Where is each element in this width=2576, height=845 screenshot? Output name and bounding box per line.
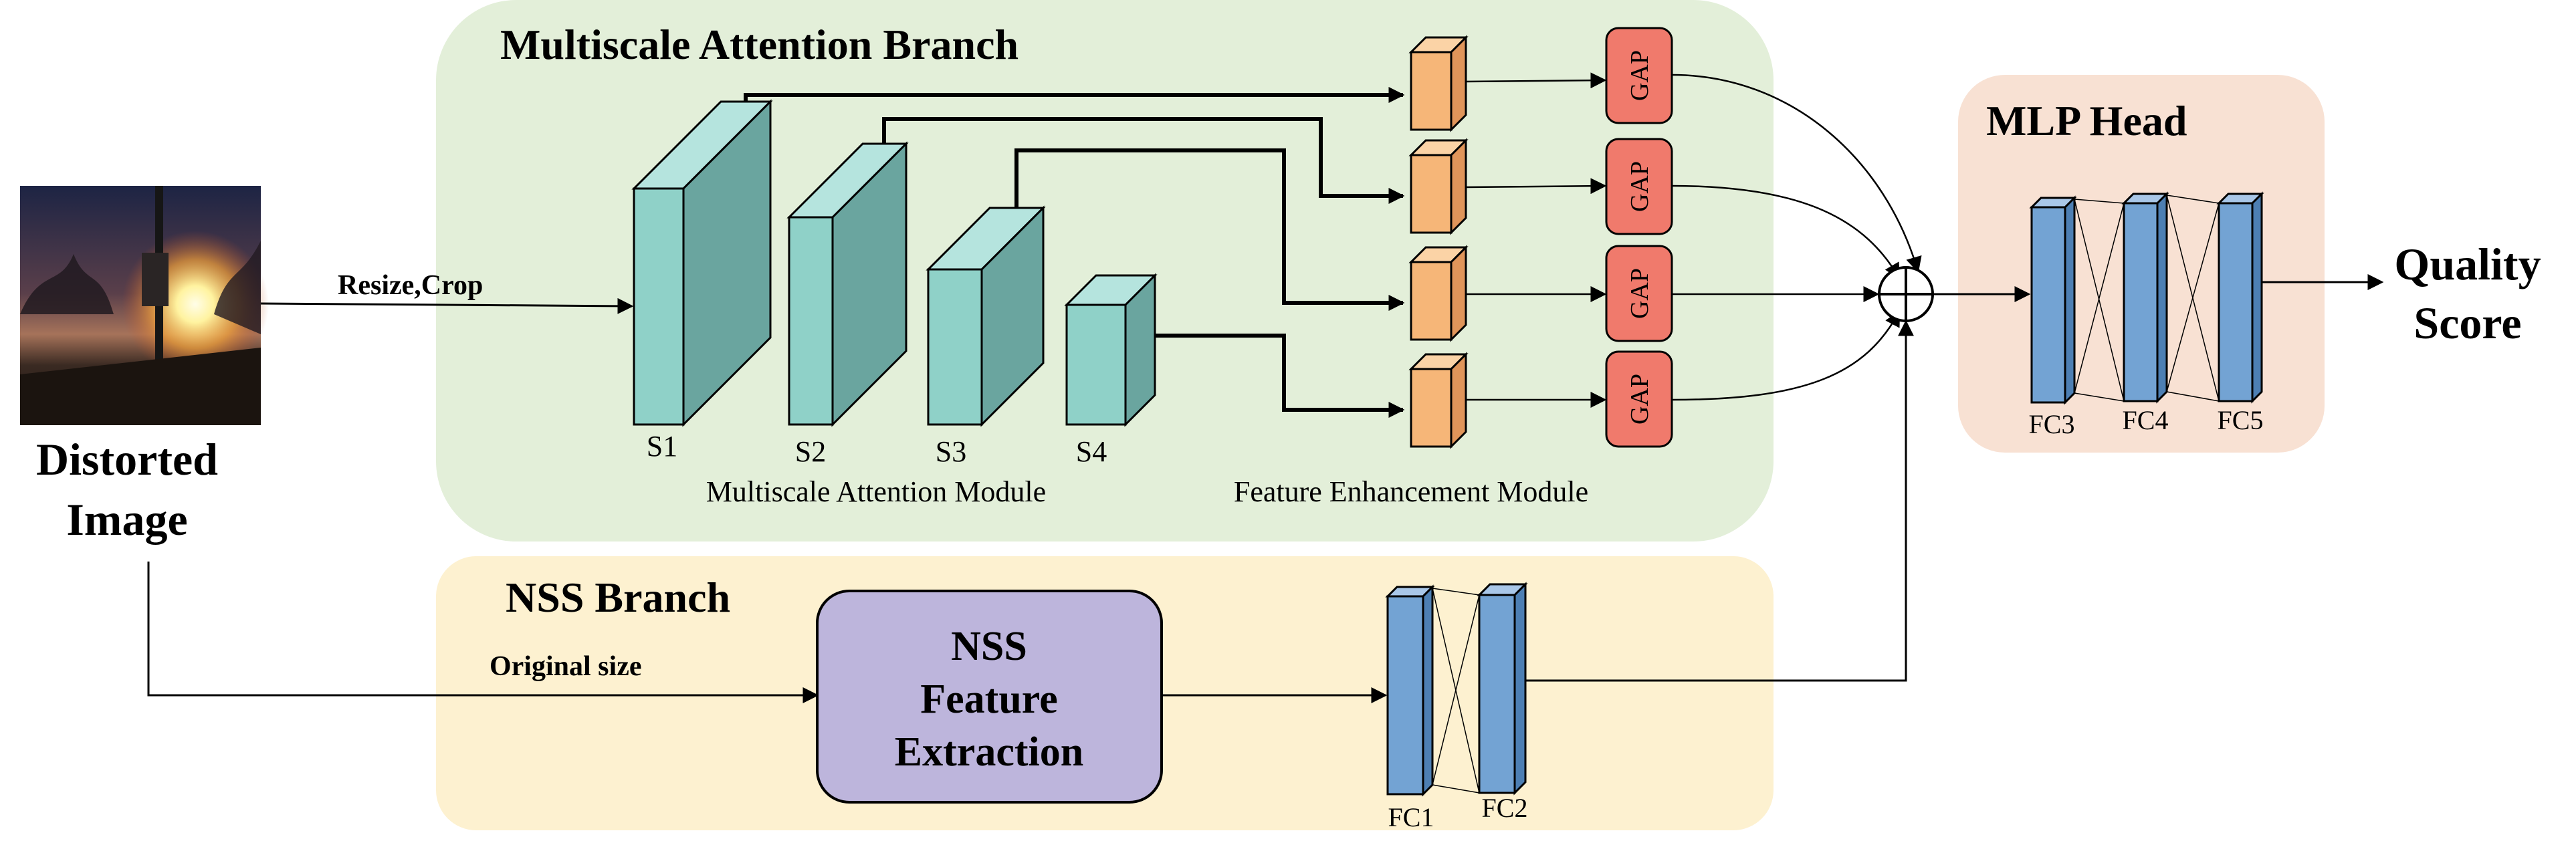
nss-box-line2: Feature — [920, 677, 1057, 722]
stage-label-s2: S2 — [795, 435, 826, 468]
fc4-block — [2121, 191, 2169, 404]
nss-box-line1: NSS — [951, 624, 1027, 669]
fc3-block — [2029, 195, 2077, 405]
fc2-block — [1477, 582, 1528, 796]
fc5-block — [2216, 191, 2264, 404]
fc1-label: FC1 — [1388, 802, 1434, 832]
stage-label-s4: S4 — [1076, 435, 1107, 468]
gap-label-1: GAP — [1626, 50, 1654, 101]
attention-module-label: Multiscale Attention Module — [706, 475, 1046, 508]
fc1-block — [1385, 584, 1435, 797]
fe-to-gap-arrow-2 — [1465, 178, 1607, 195]
gap-box-4: GAP — [1605, 350, 1673, 448]
gap-box-3: GAP — [1605, 245, 1673, 342]
fc2-label: FC2 — [1482, 793, 1528, 823]
fc1-fc2-links — [1432, 588, 1480, 794]
nss-box-line3: Extraction — [895, 729, 1083, 775]
stage-block-s3 — [926, 205, 1046, 427]
feature-block-3 — [1408, 245, 1469, 342]
output-label-line2: Score — [2413, 297, 2521, 348]
stage-label-s3: S3 — [936, 435, 966, 468]
gap-label-4: GAP — [1626, 374, 1654, 425]
gap-to-concat-curve-1 — [1671, 74, 1922, 273]
fc3-fc4-links — [2074, 199, 2125, 402]
stage-block-s2 — [786, 141, 909, 427]
input-label-line2: Image — [66, 494, 187, 545]
original-size-arrow — [147, 562, 819, 703]
connector-s3 — [1014, 148, 1405, 311]
connector-s2 — [882, 117, 1405, 204]
feature-block-4 — [1408, 352, 1469, 449]
connector-s4 — [1155, 334, 1405, 418]
fc5-label: FC5 — [2218, 405, 2264, 435]
stage-block-s4 — [1064, 273, 1158, 427]
original-size-label: Original size — [490, 651, 641, 682]
mlp-head-title: MLP Head — [1986, 97, 2187, 144]
fc4-fc5-links — [2166, 195, 2220, 402]
gap-label-3: GAP — [1626, 268, 1654, 319]
gap-label-2: GAP — [1626, 161, 1654, 212]
nss-branch-title: NSS Branch — [506, 574, 730, 621]
connector-s1 — [744, 87, 1405, 103]
gap-box-2: GAP — [1605, 138, 1673, 235]
fc4-label: FC4 — [2123, 405, 2169, 435]
gap-to-concat-curve-4 — [1671, 310, 1901, 401]
gap-box-1: GAP — [1605, 27, 1673, 124]
fe-to-gap-arrow-1 — [1465, 72, 1607, 89]
stage-block-s1 — [631, 99, 773, 427]
stage-label-s1: S1 — [647, 430, 677, 463]
fc2-to-concat-arrow — [1525, 320, 1914, 682]
gap-to-concat-curve-2 — [1671, 185, 1901, 280]
input-label-line1: Distorted — [36, 434, 218, 485]
output-label-line1: Quality — [2394, 239, 2541, 289]
fc3-label: FC3 — [2029, 409, 2075, 439]
nss-feature-extraction-box: NSS Feature Extraction — [816, 590, 1163, 804]
distorted-image-thumbnail — [20, 186, 269, 425]
resize-arrow — [260, 297, 634, 314]
feature-block-1 — [1408, 35, 1469, 132]
enhancement-module-label: Feature Enhancement Module — [1234, 475, 1588, 508]
feature-block-2 — [1408, 138, 1469, 235]
resize-crop-label: Resize,Crop — [338, 270, 483, 301]
multiscale-branch-title: Multiscale Attention Branch — [500, 21, 1018, 68]
concat-node — [1878, 266, 1934, 322]
